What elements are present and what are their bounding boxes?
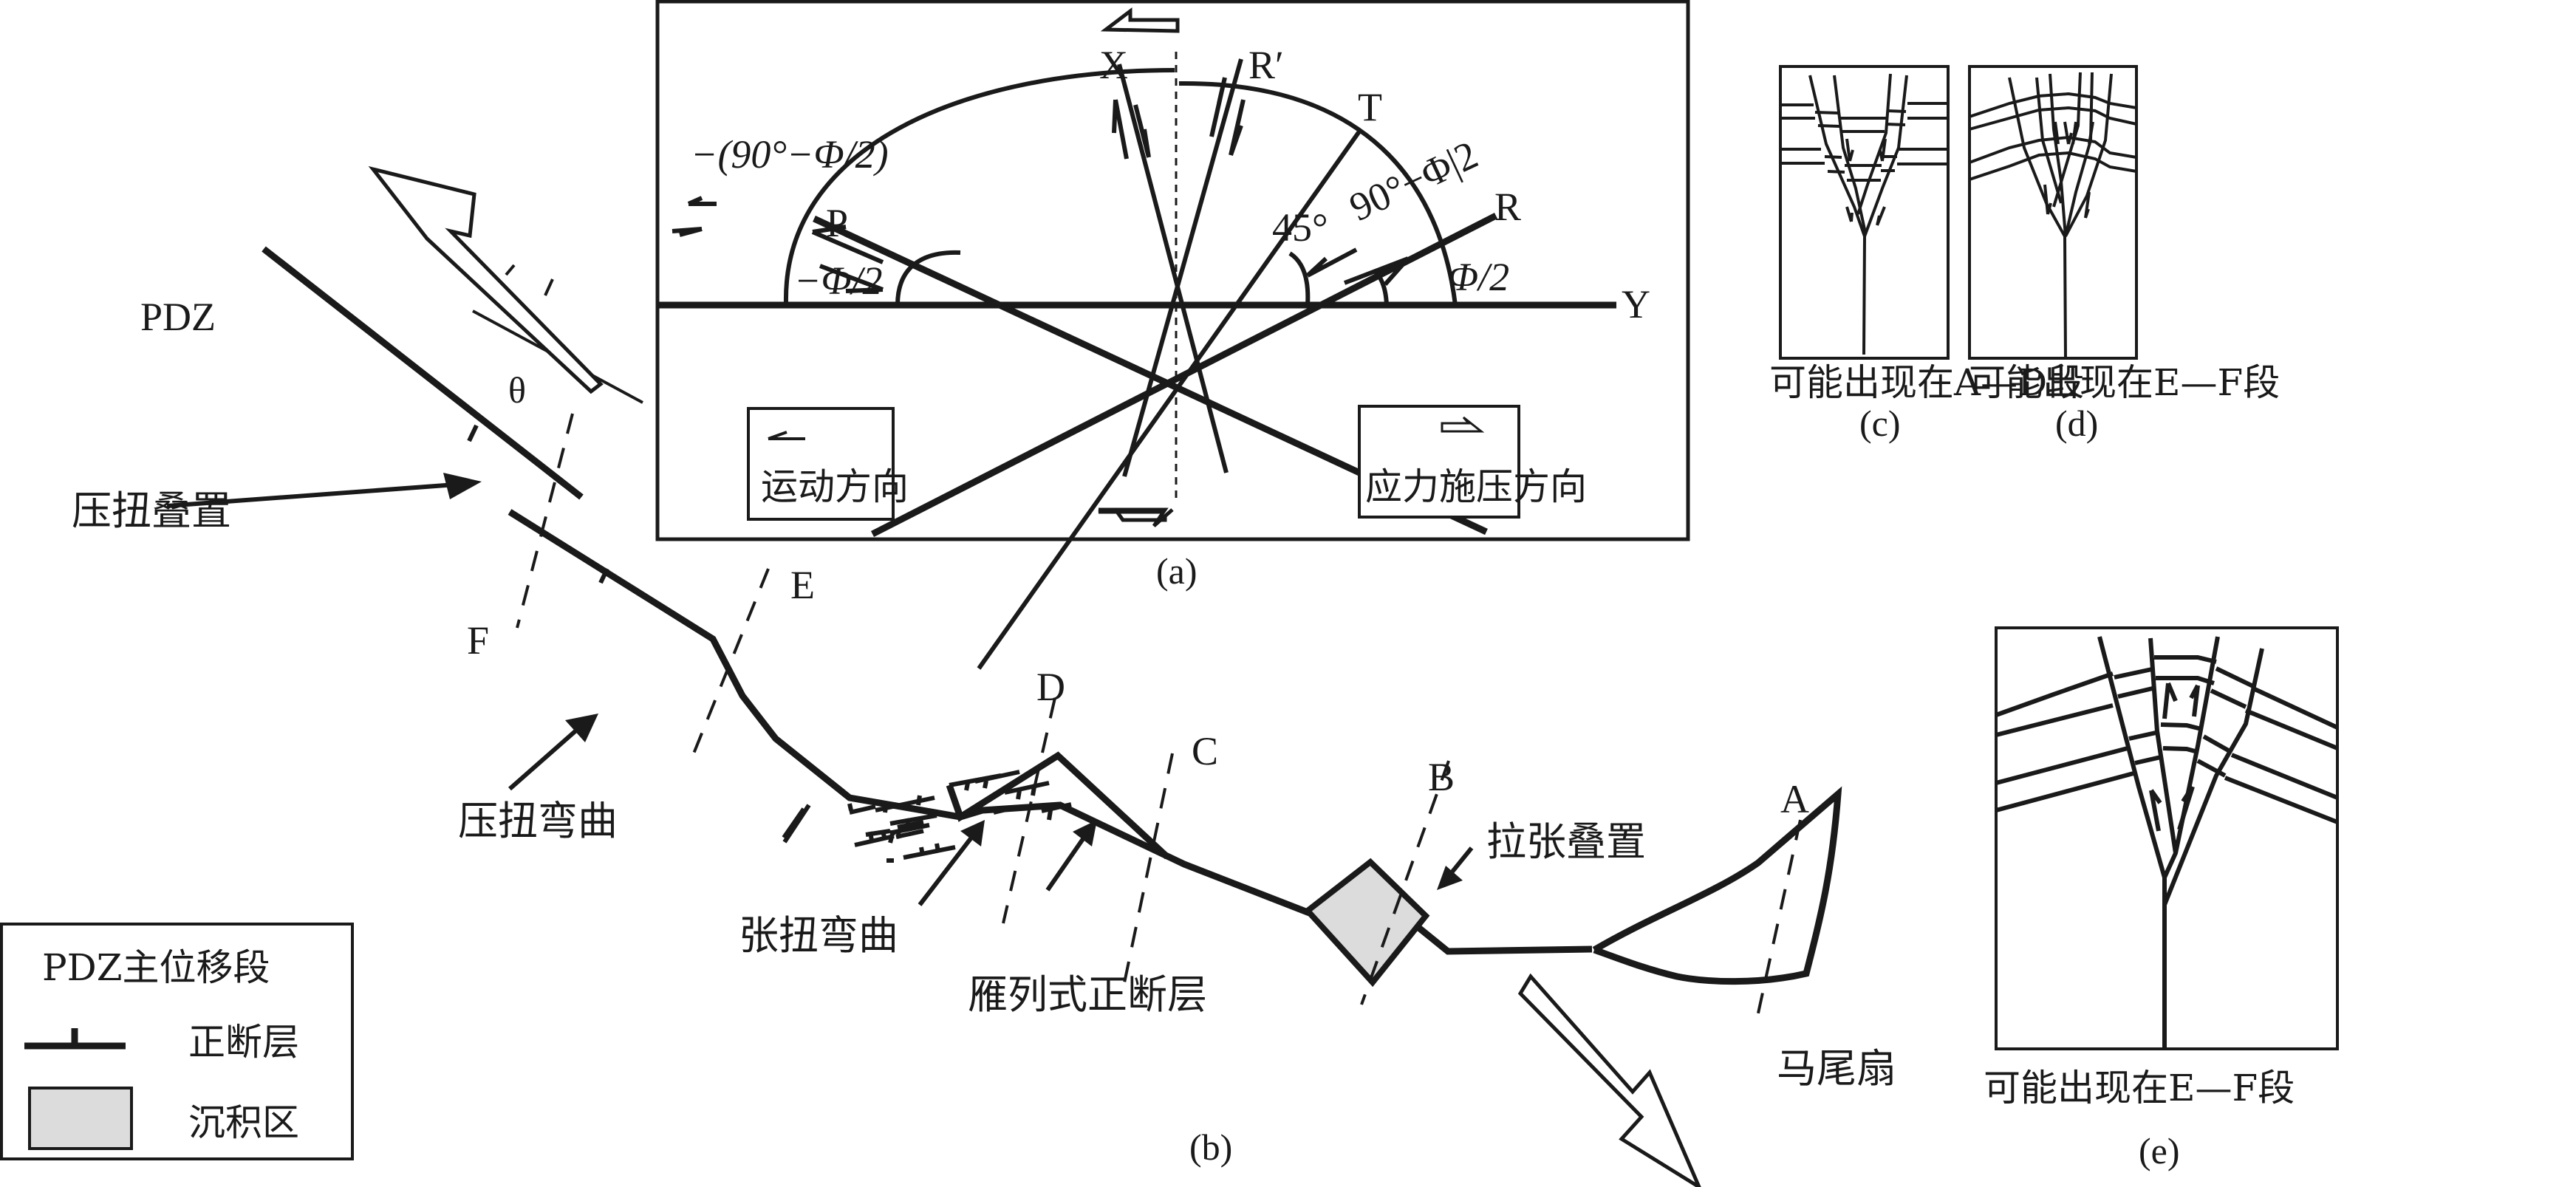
- label-t: T: [1358, 85, 1382, 129]
- label-transpressional-bend: 压扭弯曲: [458, 798, 618, 844]
- legend-title: PDZ主位移段: [42, 946, 270, 989]
- x-shear-line: [1117, 64, 1229, 473]
- section-label-d: D: [1036, 665, 1065, 709]
- half-arrow-y-lower: [672, 227, 703, 237]
- extensional-overstep-depocenter: [1303, 858, 1430, 988]
- label-x: X: [1099, 43, 1128, 87]
- label-pos-phi2: Φ/2: [1448, 255, 1509, 299]
- section-label-c: C: [1192, 729, 1218, 773]
- section-label-e: E: [790, 563, 815, 607]
- label-neg-phi2: −Φ/2: [794, 259, 883, 303]
- panel-a: 运动方向 应力施压方向 X R′ T P R Y −(90°−Φ/2) 90°−…: [655, 0, 1690, 670]
- motion-direction-legend: [747, 407, 895, 521]
- annotation-arrow-transtensional: [782, 804, 811, 844]
- panel-c-caption-text: 可能出现在A—D段: [1769, 361, 2084, 404]
- panel-e-caption-text: 可能出现在E—F段: [1984, 1067, 2295, 1109]
- label-p: P: [826, 201, 848, 245]
- panel-e: 可能出现在E—F段 (e): [1984, 626, 2339, 1171]
- panel-c: 可能出现在A—D段 (c): [1769, 65, 2084, 444]
- panel-c-frame: [1779, 65, 1950, 360]
- normal-fault-tick-2: [598, 567, 609, 584]
- label-transtensional-bend: 张扭弯曲: [739, 912, 898, 959]
- half-arrow-x-left: [1112, 99, 1129, 160]
- section-line-f: [516, 413, 574, 629]
- pdz-label: PDZ: [140, 295, 216, 339]
- label-horsetail-splay: 马尾扇: [1777, 1045, 1896, 1092]
- panel-c-caption: (c): [1859, 403, 1901, 444]
- section-label-a: A: [1780, 777, 1809, 821]
- hollow-arrow-upper-left: [368, 165, 604, 394]
- panel-d-caption-text: 可能出现在E—F段: [1969, 361, 2280, 404]
- half-arrow-r-right: [1343, 256, 1410, 286]
- panel-a-caption: (a): [1156, 550, 1198, 592]
- half-arrow-rprime-right: [1229, 99, 1246, 156]
- panel-d-caption: (d): [2055, 403, 2098, 444]
- label-en-echelon-normal-faults: 雁列式正断层: [968, 971, 1207, 1018]
- arc-neg-phi2: [895, 250, 961, 306]
- r-prime-shear-line: [1122, 58, 1243, 477]
- motion-direction-label: 运动方向: [761, 465, 909, 508]
- half-arrow-rprime-left: [1209, 77, 1227, 137]
- panel-b-caption: (b): [1189, 1126, 1232, 1168]
- label-r: R: [1494, 185, 1521, 229]
- section-line-d: [1002, 697, 1056, 924]
- half-arrow-p-lower: [819, 264, 884, 293]
- legend-depocenter-label: 沉积区: [188, 1101, 299, 1144]
- en-echelon-normal-faults: [847, 770, 1072, 863]
- annotation-arrow-transpressional-bend: [508, 714, 598, 791]
- half-arrow-45: [1305, 247, 1358, 278]
- half-arrow-p-upper: [811, 225, 884, 264]
- motion-half-arrow-icon: [768, 431, 805, 440]
- section-line-a: [1754, 819, 1802, 1027]
- arc-45: [1288, 251, 1311, 306]
- panel-d: 可能出现在E—F段 (d): [1968, 65, 2280, 444]
- hollow-arrow-bottom-head: [1099, 507, 1174, 527]
- label-transpressional-overstep: 压扭叠置: [72, 488, 231, 534]
- arrow-tt: [918, 820, 985, 906]
- label-extensional-overstep: 拉张叠置: [1486, 818, 1646, 865]
- panel-e-caption: (e): [2139, 1130, 2180, 1171]
- arc-pos-90-phi: [1178, 81, 1458, 306]
- label-r-prime: R′: [1248, 43, 1284, 87]
- legend-depocenter-swatch: [28, 1087, 133, 1150]
- half-arrow-x-right: [1133, 104, 1151, 158]
- label-neg-90-phi: −(90°−Φ/2): [691, 132, 889, 177]
- stress-hollow-arrow-icon: [1441, 416, 1485, 433]
- horsetail-splay: [1592, 786, 1842, 985]
- legend: PDZ主位移段 正断层 沉积区: [0, 923, 354, 1160]
- section-line-b: [1360, 760, 1450, 1005]
- annotation-arrow-en-echelon: [1045, 820, 1097, 892]
- hollow-arrow-lower-right: [1517, 973, 1701, 1187]
- panel-b: PDZ: [0, 165, 1896, 1187]
- annotation-arrow-transtensional-bend: [782, 807, 806, 839]
- section-label-b: B: [1428, 755, 1455, 799]
- annotation-arrow-transpressional-overstep: [166, 473, 482, 508]
- hollow-arrow-top: [1100, 7, 1180, 33]
- section-label-f: F: [467, 618, 489, 663]
- label-45: 45°: [1272, 205, 1328, 250]
- section-line-c: [1121, 753, 1174, 991]
- label-y: Y: [1622, 282, 1650, 326]
- annotation-arrow-extensional-overstep: [1437, 846, 1474, 890]
- t-tension-line: [977, 130, 1362, 670]
- legend-normal-fault-label: 正断层: [188, 1021, 299, 1064]
- pdz-segment-1: [262, 246, 584, 500]
- half-arrow-y-upper: [687, 196, 717, 206]
- stress-direction-legend: [1358, 405, 1520, 519]
- stress-direction-label: 应力施压方向: [1365, 465, 1587, 508]
- arc-neg-90-phi: [783, 68, 1175, 304]
- pdz-kink-segment: [946, 751, 1170, 860]
- theta-label: θ: [508, 369, 526, 411]
- theta-arc: [505, 264, 554, 296]
- normal-fault-tick-1: [467, 424, 479, 442]
